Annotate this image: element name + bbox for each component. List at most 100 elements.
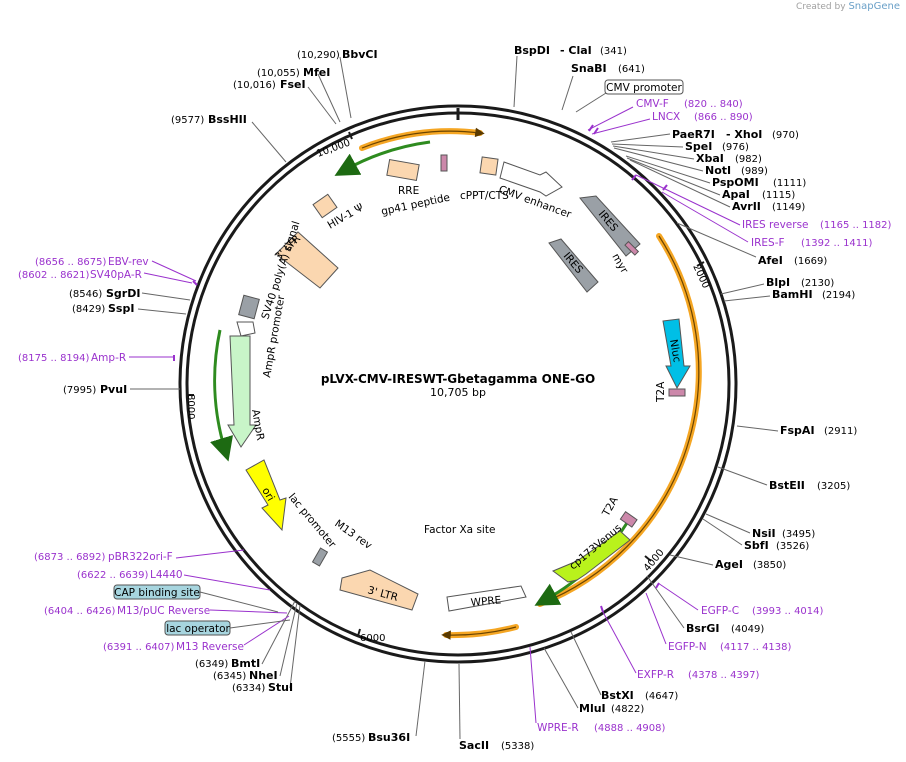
primer-ires-f-pos: (1392 .. 1411) (801, 238, 873, 249)
mark-sv40pa-r (192, 280, 198, 286)
leader-bstxi (570, 631, 602, 696)
t2a-2-label: T2A (600, 494, 621, 519)
tick-label-8000: 8000 (185, 394, 196, 419)
ires-inner-box (548, 238, 599, 293)
tick-marks (187, 131, 705, 637)
mark-lncx (593, 127, 599, 135)
primer-wpre-r-pos: (4888 .. 4908) (594, 723, 666, 734)
site-clai-name: - ClaI (560, 44, 592, 57)
primer-amp-r-name: Amp-R (91, 352, 126, 364)
tick-label-6000: 6000 (360, 633, 385, 644)
orf-arc-bottom-arrow (441, 626, 517, 640)
features (227, 154, 691, 612)
tick-6000 (357, 628, 361, 637)
leader-m13-puc (209, 609, 288, 614)
leader-afei (676, 222, 757, 258)
cppt-box (479, 156, 499, 176)
site-nsii-name: NsiI (752, 527, 776, 540)
site-sacii-name: SacII (459, 739, 489, 752)
site-stui-name: StuI (268, 681, 293, 694)
leader-snabi (561, 75, 574, 111)
lac-promoter-label: lac promoter (286, 491, 339, 551)
primer-sv40pa-r-pos: (8602 .. 8621) (18, 270, 90, 281)
primer-egfp-c-name: EGFP-C (701, 605, 739, 617)
leader-ires-reverse (635, 174, 741, 226)
primer-m13-puc-pos: (6404 .. 6426) (44, 606, 116, 617)
rre-label: RRE (398, 185, 419, 197)
lac-operator-label: lac operator (166, 623, 230, 635)
primer-lncx-name: LNCX (652, 111, 680, 123)
leader-stui (289, 604, 301, 689)
leader-ires-f (661, 191, 749, 243)
ampr-label: AmpR (249, 408, 266, 441)
t2a-2-box (619, 511, 638, 528)
primer-egfp-c-pos: (3993 .. 4014) (752, 606, 824, 617)
ires-outer-box (579, 195, 641, 257)
ltr5-box (275, 231, 339, 289)
leader-fspai (736, 425, 779, 432)
leader-xhoi (610, 133, 671, 143)
site-bsu36i-name: Bsu36I (368, 731, 410, 744)
site-sgrdi-name: SgrDI (106, 287, 140, 300)
site-blpi-pos: (2130) (801, 278, 834, 289)
leader-m13-reverse (243, 615, 290, 646)
plasmid-size: 10,705 bp (430, 386, 486, 399)
primer-leaders (129, 106, 749, 724)
leader-cmv-f (587, 106, 634, 131)
gp41-box (440, 154, 448, 172)
hiv-psi-box (312, 193, 338, 219)
site-mlui-pos: (4822) (611, 704, 644, 715)
site-spei-name: SpeI (685, 140, 712, 153)
leader-bsteii (717, 466, 768, 486)
mark-egfp-c (655, 582, 660, 589)
leader-pbr322 (175, 549, 245, 559)
site-sacii-pos: (5338) (501, 741, 534, 752)
site-pvui-pos: (7995) (63, 385, 96, 396)
site-bbvci-name: BbvCI (342, 48, 378, 61)
tick-4000 (644, 555, 652, 562)
site-fspai-pos: (2911) (824, 426, 857, 437)
brand-credit: Created by SnapGene (796, 1, 900, 12)
leader-agei (669, 554, 714, 566)
site-bstxi-name: BstXI (601, 689, 634, 702)
leader-xbai (612, 145, 695, 160)
backbone-outer (178, 104, 738, 664)
leader-l4440 (183, 574, 271, 591)
site-afei-pos: (1669) (794, 256, 827, 267)
lentiviral-arc-top (359, 128, 483, 151)
tick-10000 (348, 131, 353, 140)
site-xhoi-name: - XhoI (726, 128, 762, 141)
site-stui-pos: (6334) (232, 683, 265, 694)
site-bspdi-name: BspDI (514, 44, 550, 57)
brand-created-by: Created by (796, 2, 846, 12)
site-mlui-name: MluI (579, 702, 606, 715)
leader-egfp-n (645, 592, 667, 645)
site-sspi-pos: (8429) (72, 304, 105, 315)
primer-pbr322-pos: (6873 .. 6892) (34, 552, 106, 563)
lentiviral-arc-top-arrow (361, 127, 485, 149)
leader-pspomi (625, 155, 711, 184)
site-paer7i-name: PaeR7I (672, 128, 715, 141)
leader-lncx (591, 118, 651, 135)
leader-sgrdi (141, 292, 191, 301)
cmv-promoter-box (604, 79, 684, 95)
primer-lncx-pos: (866 .. 890) (694, 112, 753, 123)
primer-ires-f-name: IRES-F (751, 237, 785, 249)
site-apai-name: ApaI (722, 188, 750, 201)
leader-fsei (307, 86, 337, 125)
site-fspai-name: FspAI (780, 424, 815, 437)
primer-sv40pa-r-name: SV40pA-R (90, 269, 142, 281)
leader-spei (611, 143, 684, 148)
site-xbai-pos: (982) (735, 154, 762, 165)
site-bsrgi-pos: (4049) (731, 624, 764, 635)
cmv-promoter-label: CMV promoter (606, 82, 682, 94)
site-bamhi-name: BamHI (772, 288, 813, 301)
primer-ebv-rev-pos: (8656 .. 8675) (35, 257, 107, 268)
site-sbfi-pos: (3526) (776, 541, 809, 552)
ori-arrow (245, 459, 287, 532)
wpre-box (446, 585, 527, 612)
cppt-label: cPPT/CTS (460, 190, 509, 202)
primer-marks (173, 124, 668, 613)
ampr-promoter-box (236, 321, 256, 337)
leader-sspi (137, 308, 187, 315)
